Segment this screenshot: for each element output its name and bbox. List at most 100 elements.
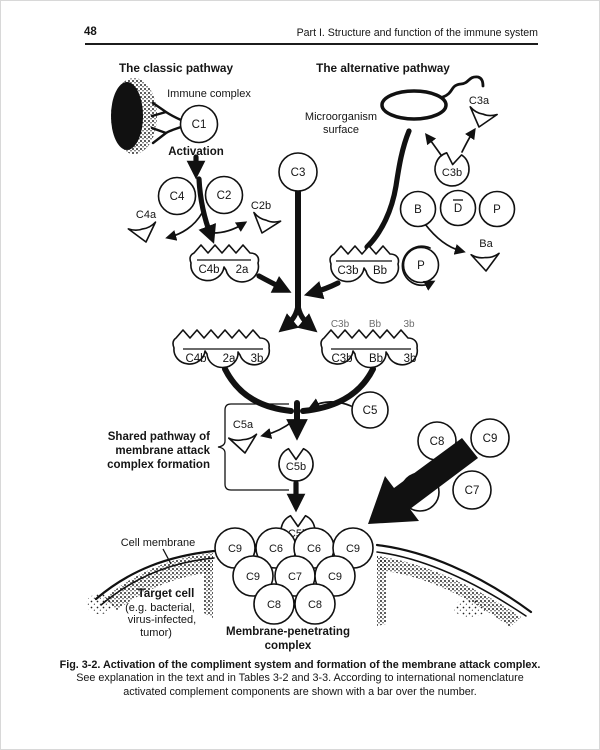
amplification-loop-curve: [364, 128, 412, 250]
node-c2-label: C2: [217, 190, 232, 202]
c3a-fragment-icon: [464, 105, 498, 132]
left-membrane-stipple: [103, 553, 213, 610]
c5a-release-arrow: [260, 420, 294, 439]
ba-fragment-icon: [470, 252, 501, 273]
right-complex-bb: Bb: [369, 353, 383, 365]
node-c8-label: C8: [430, 436, 445, 448]
node-c9: [470, 418, 510, 458]
ba-label: Ba: [479, 238, 493, 250]
mac-label: C8: [308, 599, 322, 611]
mac-label: C9: [328, 571, 342, 583]
c4b-label: C4b: [198, 264, 219, 276]
central-group: C3 C3b Bb 3b C4b 2a 3b C3b Bb 3b: [172, 152, 419, 369]
mac-circle: [294, 583, 336, 625]
ghost-c3b-label: C3b: [331, 319, 350, 330]
c2b-fragment-icon: [247, 211, 282, 239]
node-b: [399, 190, 437, 228]
mac-label: C7: [288, 571, 302, 583]
node-d: [439, 189, 477, 227]
shared-label-2: membrane attack: [115, 445, 210, 457]
node-c3: [278, 152, 318, 192]
node-c7-label: C7: [465, 485, 480, 497]
node-c4: [157, 176, 197, 216]
left-complex-c4b: C4b: [185, 353, 206, 365]
bb-complex-label: Bb: [373, 265, 387, 277]
c4a-fragment-icon: [127, 221, 161, 247]
ghost-3b-label: 3b: [403, 319, 415, 330]
c3b-to-c3a-arrow: [461, 127, 476, 153]
target-cell-label: Target cell: [138, 588, 195, 600]
c4c2-to-complex-arrow: [196, 176, 216, 244]
microorganism-label-1: Microorganism: [305, 111, 377, 123]
node-c3b-label: C3b: [442, 167, 462, 179]
node-b-label: B: [414, 204, 422, 216]
node-p: [478, 190, 516, 228]
activation-label: Activation: [168, 146, 224, 158]
left-membrane-stipple-edge: [204, 556, 213, 618]
node-p2: [402, 246, 440, 284]
mac-label: C9: [246, 571, 260, 583]
mac-label: C9: [228, 543, 242, 555]
running-header: Part I. Structure and function of the im…: [296, 27, 538, 39]
c5a-fragment-icon: [227, 433, 260, 456]
caption-line3: activated complement components are show…: [123, 685, 477, 698]
mac-label: C6: [269, 543, 283, 555]
mac-title-2: complex: [265, 640, 312, 652]
node-p2-label: P: [417, 260, 425, 272]
left-complex-3b: 3b: [251, 353, 264, 365]
shared-pathway-group: Shared pathway of membrane attack comple…: [107, 391, 510, 524]
cell-membrane-label: Cell membrane: [121, 537, 196, 549]
target-cell-line3: virus-infected,: [128, 614, 196, 626]
caption-title: Fig. 3-2. Activation of the compliment s…: [59, 659, 541, 671]
right-membrane-outer-line: [375, 543, 533, 614]
ghost-bb-label: Bb: [369, 319, 382, 330]
classic-pathway-group: Immune complex C1 Activation C4 C2 C4a C…: [111, 78, 282, 283]
right-complex-to-c5-curve: [300, 366, 376, 414]
right-complex-c3b: C3b: [331, 353, 352, 365]
c4a-release-arrow: [165, 212, 203, 241]
c5-input-arrow: [308, 398, 352, 409]
node-c5-label: C5: [363, 405, 378, 417]
left-membrane-outer-line: [94, 549, 216, 601]
mac-label: C8: [267, 599, 281, 611]
antibody-icon: [150, 101, 183, 145]
shared-label-1: Shared pathway of: [108, 431, 210, 443]
c3a-label: C3a: [469, 95, 490, 107]
node-c4-label: C4: [170, 191, 185, 203]
left-membrane-stipple-sparse: [86, 594, 114, 614]
cell-membrane-pointer-line: [162, 548, 172, 565]
c5a-label: C5a: [233, 419, 254, 431]
big-assembly-arrow: [368, 438, 478, 524]
target-cell-line4: tumor): [140, 627, 172, 639]
c2b-label: C2b: [251, 200, 271, 212]
split-right-arrow: [295, 302, 318, 333]
node-c3-label: C3: [291, 167, 306, 179]
left-complex-2a: 2a: [223, 353, 236, 365]
mac-title-1: Membrane-penetrating: [226, 626, 350, 638]
mac-label: C9: [346, 543, 360, 555]
node-c2: [204, 175, 244, 215]
left-membrane-inner-line: [100, 557, 215, 606]
node-c9-label: C9: [483, 433, 498, 445]
node-p-label: P: [493, 204, 501, 216]
node-c1: [179, 104, 219, 144]
mac-group: C5b C9 C6 C6 C9 C9 C7 C9 C8 C8 Membrane-…: [214, 514, 374, 652]
target-cell-line2: (e.g. bacterial,: [125, 602, 195, 614]
right-complex-3b: 3b: [404, 353, 417, 365]
header-rule: [85, 43, 538, 45]
b-to-ba-curve: [424, 223, 466, 255]
membrane-group: Cell membrane Target cell (e.g. bacteria…: [86, 537, 533, 639]
right-membrane-inner-line: [376, 551, 527, 617]
mac-label: C6: [307, 543, 321, 555]
heading-classic-pathway: The classic pathway: [118, 61, 234, 75]
node-c7: [452, 470, 492, 510]
left-complex-to-c5-curve: [222, 366, 294, 414]
right-membrane-stipple-sparse: [454, 599, 486, 617]
c3b-complex-label: C3b: [337, 265, 358, 277]
shared-pathway-bracket: [217, 403, 289, 491]
node-d-label: D: [454, 203, 462, 215]
mac-circle: [253, 583, 295, 625]
right-membrane-stipple-edge: [377, 556, 386, 626]
